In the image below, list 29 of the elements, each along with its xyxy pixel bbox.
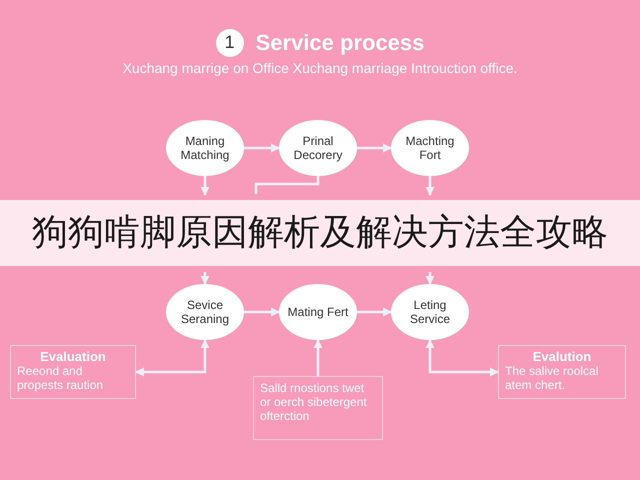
- arrow: [200, 176, 210, 196]
- title: Service process: [256, 29, 424, 57]
- arrow: [357, 144, 392, 152]
- box-heading: Evaluation: [40, 350, 106, 364]
- arrow: [426, 339, 499, 376]
- note-box: [10, 345, 136, 399]
- arrow: [244, 144, 280, 152]
- arrow: [426, 176, 434, 196]
- arrow: [426, 272, 434, 285]
- step-label: Sevice Seraning: [180, 298, 230, 326]
- arrow: [200, 272, 210, 285]
- box-heading: Evalution: [532, 350, 592, 364]
- note-box: [498, 345, 626, 399]
- arrow: [314, 339, 322, 376]
- box-text: Salld rnostions twet or oerch sibetergent ofterction: [260, 381, 368, 423]
- arrow: [357, 308, 392, 316]
- step-label: Leting Service: [408, 298, 451, 326]
- step-label: Maning Matching: [180, 134, 230, 162]
- subtitle: Xuchang marrige on Office Xuchang marriage Introuction office.: [122, 59, 518, 78]
- step-label: Prinal Decorery: [292, 134, 344, 162]
- step-label: Machting Fort: [404, 134, 456, 162]
- arrow: [135, 339, 210, 376]
- title-banner: 狗狗啃脚原因解析及解决方法全攻略: [0, 200, 640, 266]
- step-number: 1: [216, 28, 244, 56]
- note-box: [253, 376, 383, 440]
- step-label: Mating Fert: [288, 305, 348, 319]
- box-text: Reeond and propests raution: [17, 364, 104, 392]
- arrow: [244, 308, 280, 316]
- box-text: The salive roolcal atem chert.: [505, 364, 600, 392]
